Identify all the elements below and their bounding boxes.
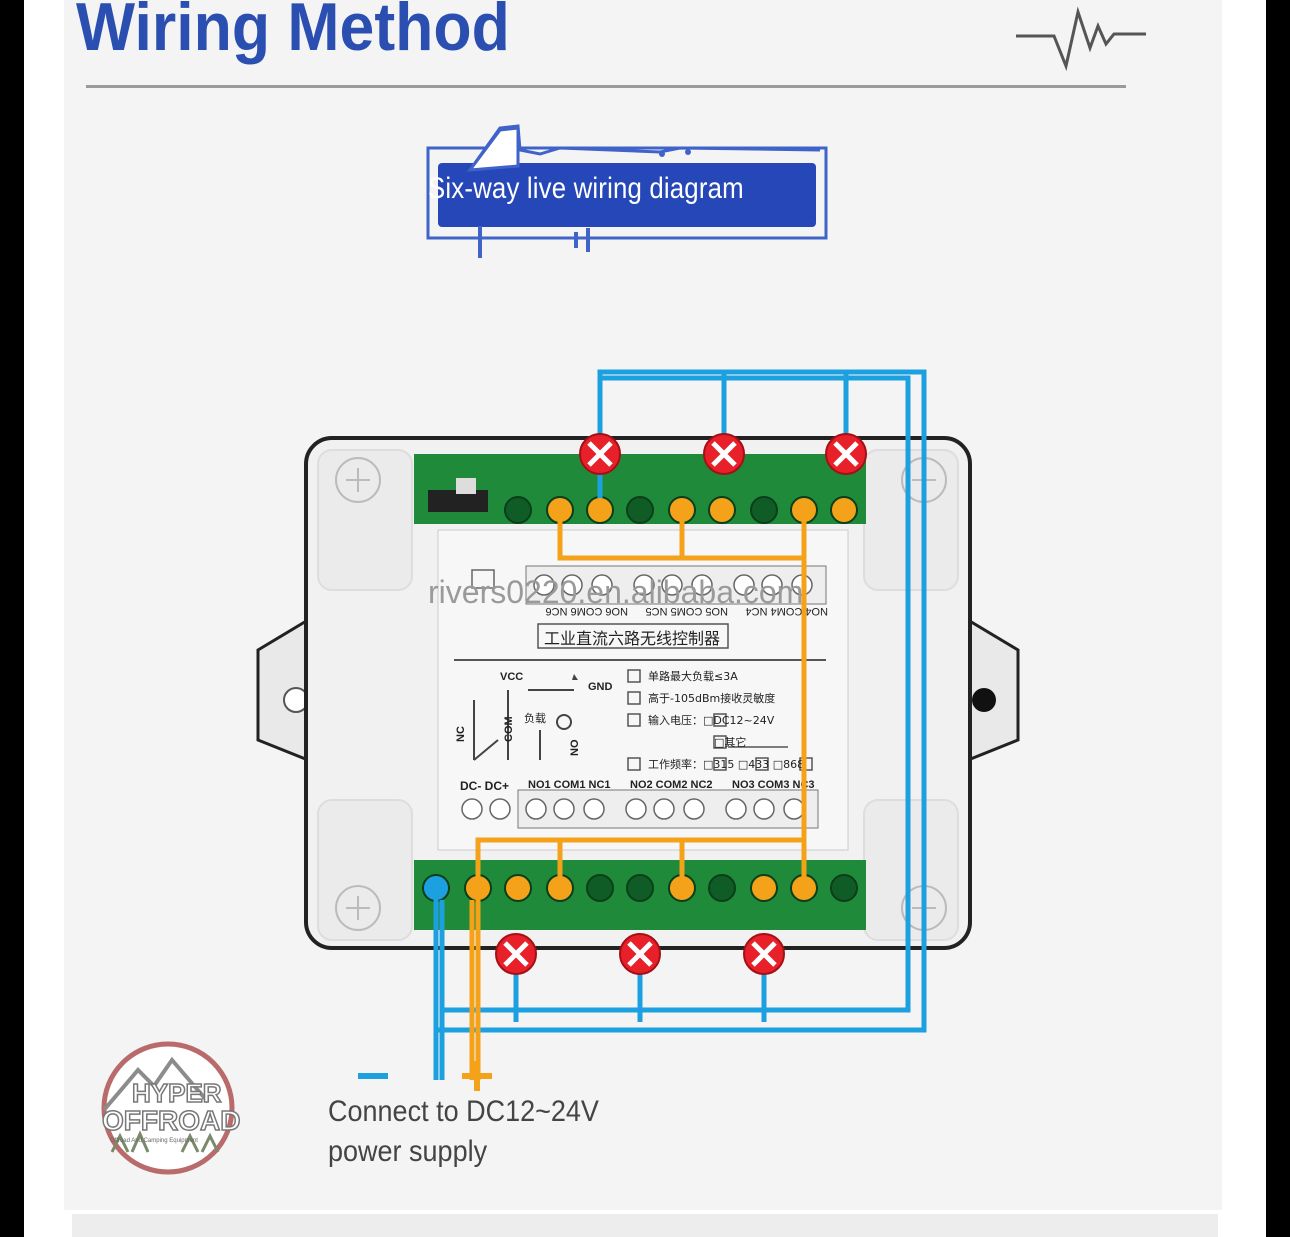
bottom-label-ch3: NO3 COM3 NC3 (732, 779, 815, 791)
com-label: COM (503, 716, 515, 742)
spec-max-load: 单路最大负载≤3A (648, 669, 738, 683)
no-label: NO (569, 739, 581, 756)
page-title: Wiring Method (76, 0, 510, 65)
badge-label: Six-way live wiring diagram (428, 172, 744, 205)
circuit-switch-icon (426, 124, 828, 258)
spec-sensitivity: 高于-105dBm接收灵敏度 (648, 691, 775, 705)
nc-label: NC (455, 726, 467, 742)
positive-marker-vertical (474, 1061, 480, 1091)
heartbeat-line-icon (1016, 6, 1146, 72)
load-label: 负载 (524, 711, 546, 725)
spec-frequency: 工作频率：□315 □433 □868 (648, 757, 804, 771)
gnd-label: GND (588, 681, 613, 693)
bottom-strip (72, 1214, 1218, 1237)
watermark-text: rivers0220.en.alibaba.com (428, 574, 803, 610)
wiring-diagram: rivers0220.en.alibaba.com 工业直流六路无线控制器 NO… (256, 369, 1020, 1080)
panel-title: 工业直流六路无线控制器 (544, 629, 720, 648)
power-supply-caption: Connect to DC12~24V power supply (328, 1092, 599, 1172)
top-pcb-terminal-strip (414, 454, 866, 524)
load-markers (495, 433, 867, 975)
spec-input-voltage: 输入电压：□DC12~24V (648, 713, 775, 727)
bottom-label-ch1: NO1 COM1 NC1 (528, 779, 611, 791)
power-terminal-label: DC- DC+ (460, 779, 509, 793)
top-label-ch5: NO5 COM5 NC5 (645, 605, 728, 617)
terminal-connection-dots (424, 498, 856, 900)
logo-tagline: Offroad And Camping Equipment (110, 1138, 198, 1144)
logo-line-1: HYPER (132, 1078, 222, 1108)
caption-line-1: Connect to DC12~24V (328, 1095, 599, 1128)
top-label-ch6: NO6 COM6 NC6 (545, 605, 628, 617)
title-divider (86, 85, 1126, 88)
module-label-panel (437, 529, 849, 851)
logo-line-2: OFFROAD (102, 1105, 240, 1136)
caption-line-2: power supply (328, 1135, 488, 1168)
hyper-offroad-logo: HYPER OFFROAD Offroad And Camping Equipm… (101, 1041, 241, 1175)
top-label-ch4: NO4 COM4 NC4 (745, 605, 828, 617)
bottom-label-ch2: NO2 COM2 NC2 (630, 779, 713, 791)
negative-wiring (433, 369, 927, 1080)
spec-other: □其它 (714, 735, 746, 749)
vcc-label: VCC (500, 671, 523, 683)
negative-marker (358, 1073, 388, 1079)
